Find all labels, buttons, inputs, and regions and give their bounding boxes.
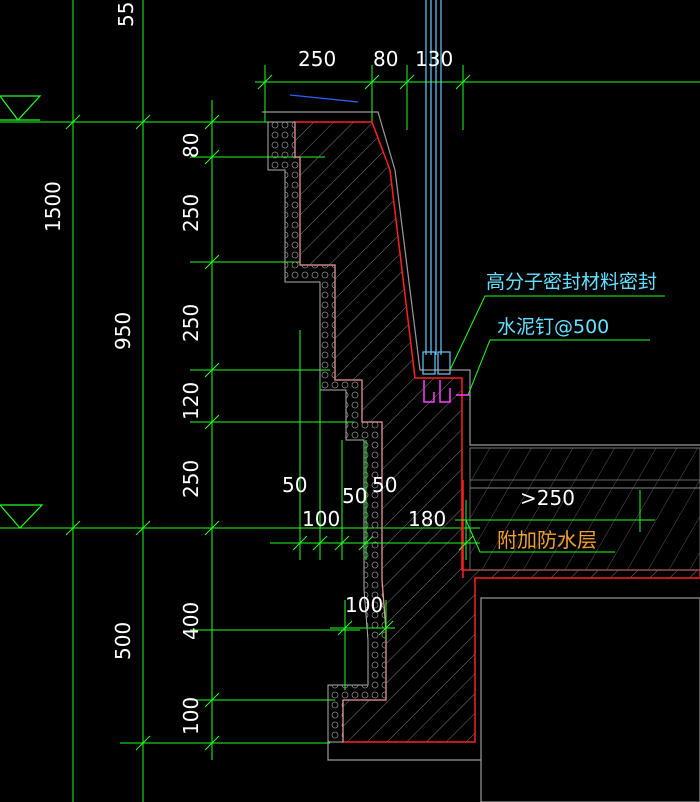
- dim-80: 80: [179, 133, 203, 158]
- dim-100: 100: [179, 697, 203, 735]
- annotation-leaders: [449, 295, 665, 396]
- left-dimension-lines: [0, 0, 480, 802]
- inner-dim-100-a: 100: [302, 507, 340, 531]
- blue-leader: [289, 94, 359, 103]
- sealant-note: 高分子密封材料密封: [486, 271, 657, 293]
- dim-400: 400: [179, 602, 203, 640]
- floor-screed: [469, 447, 700, 481]
- waterproof-leader: [465, 519, 615, 553]
- dim-250-c: 250: [179, 460, 203, 498]
- level-triangle-icon: [0, 95, 42, 121]
- dim-1500: 1500: [41, 181, 65, 232]
- level-triangle-icon: [0, 504, 44, 529]
- floor-fill: [469, 479, 700, 571]
- top-dimension-lines: [255, 65, 700, 130]
- dim-950: 950: [111, 312, 135, 350]
- insulation-layer: [267, 121, 387, 743]
- dim-250-b: 250: [179, 304, 203, 342]
- inner-dim-180: 180: [408, 507, 446, 531]
- outer-outline: [262, 111, 700, 446]
- waterproof-note: 附加防水层: [497, 528, 597, 552]
- room-void: [480, 597, 700, 802]
- top-cut-label: 55: [114, 2, 138, 27]
- inner-dim-50-a: 50: [282, 473, 307, 497]
- top-dim-80: 80: [373, 47, 398, 71]
- top-dim-130: 130: [415, 47, 453, 71]
- window-frame: [422, 0, 451, 375]
- dim-500: 500: [111, 622, 135, 660]
- inner-dim-50-c: 50: [372, 473, 397, 497]
- dim-120: 120: [179, 382, 203, 420]
- inner-dim-50-b: 50: [342, 484, 367, 508]
- fastener-icon: [423, 380, 470, 403]
- top-dim-250: 250: [298, 47, 336, 71]
- nail-note: 水泥钉@500: [497, 316, 609, 338]
- floor-dim-250: >250: [520, 486, 575, 510]
- dim-250-a: 250: [179, 194, 203, 232]
- inner-dimension-lines: [270, 330, 655, 690]
- inner-dim-100-b: 100: [345, 593, 383, 617]
